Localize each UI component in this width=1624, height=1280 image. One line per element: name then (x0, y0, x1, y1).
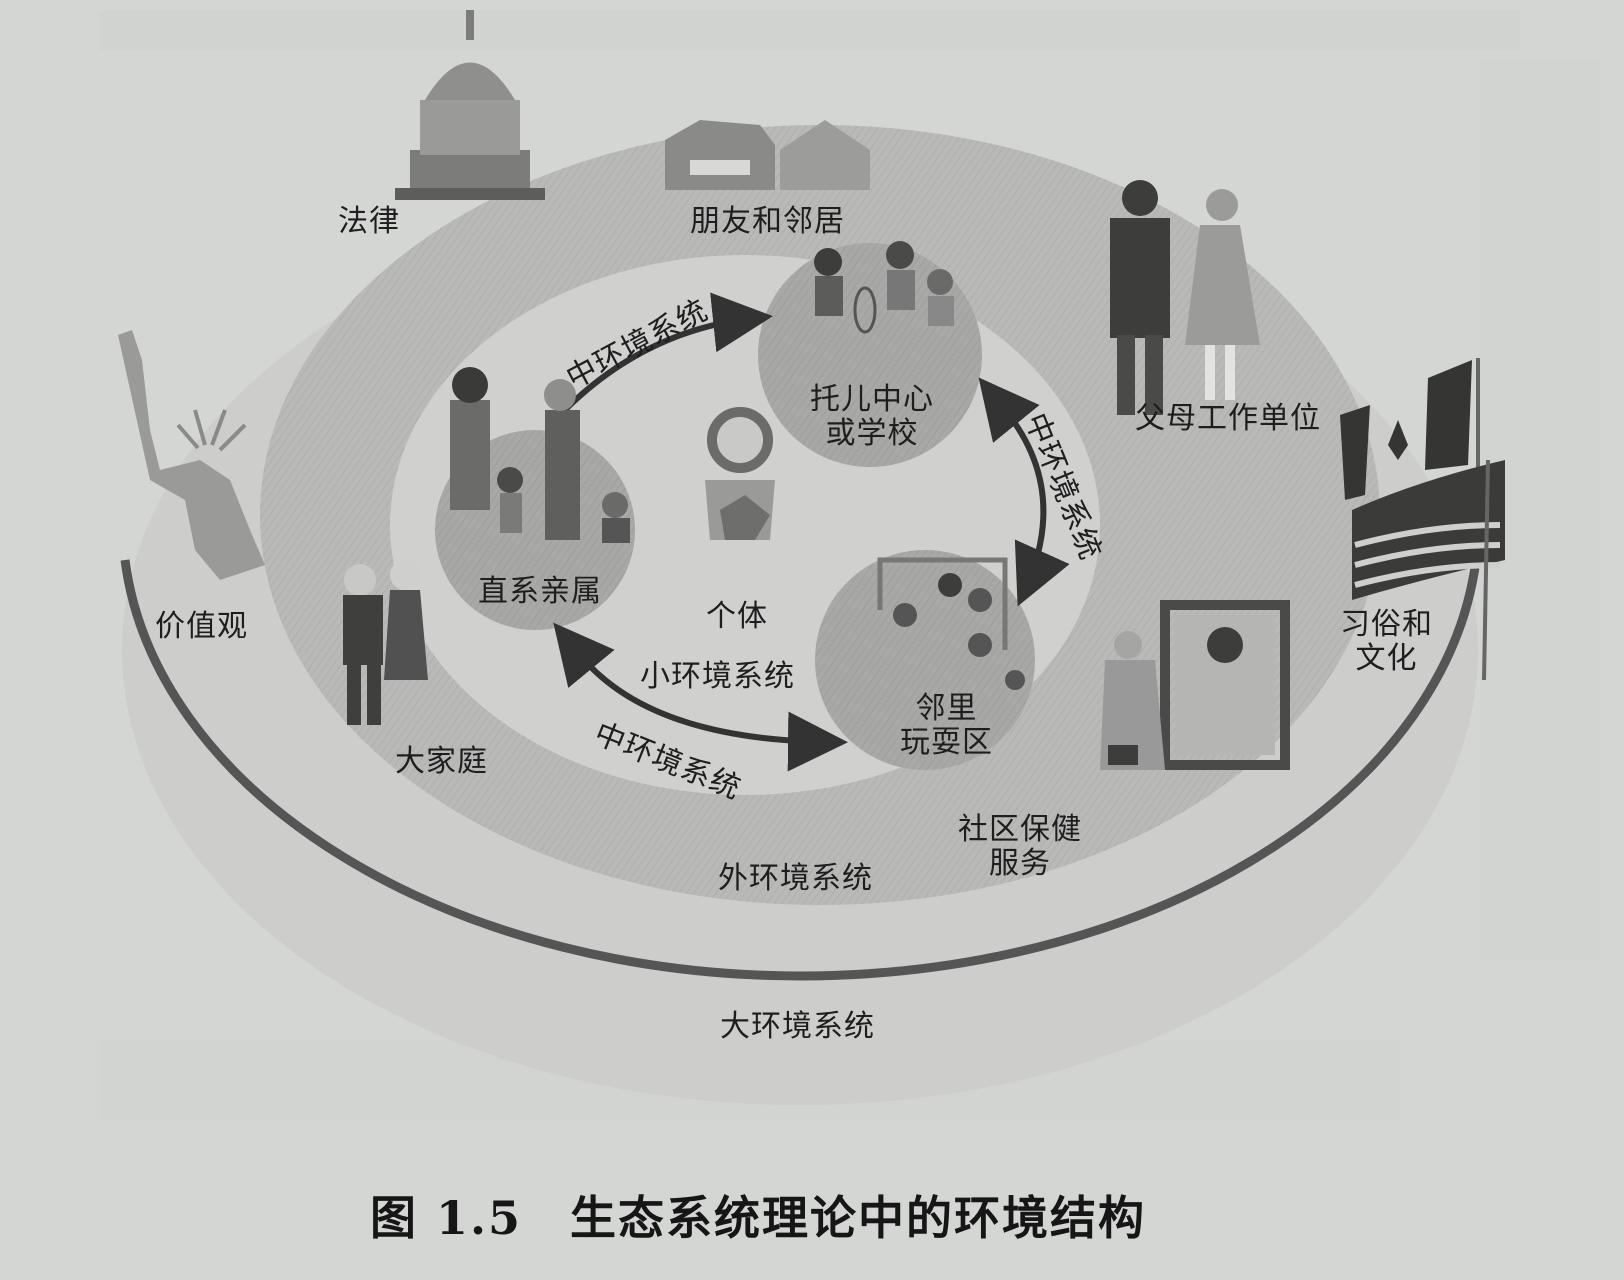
bleed-through-text (100, 10, 1600, 1120)
arrow-school-to-playground (978, 377, 1070, 607)
playground-icon (877, 557, 1025, 690)
setting-family-label: 直系亲属 (478, 574, 602, 609)
macro-item-customs-culture-label: 习俗和 文化 (1340, 607, 1433, 676)
exo-item-friends-neighbors-label: 朋友和邻居 (690, 204, 845, 239)
exo-item-parents-work-label: 父母工作单位 (1135, 401, 1321, 436)
grandparents-icon (343, 560, 428, 725)
family-icon (450, 367, 630, 543)
setting-school-label: 托儿中心 或学校 (810, 382, 934, 451)
macro-item-values-label: 价值观 (155, 609, 248, 644)
parents-icon (1110, 180, 1260, 415)
macro-item-law-label: 法律 (338, 204, 400, 239)
figure-number: 图 1.5 (370, 1191, 523, 1245)
houses-icon (665, 120, 870, 190)
children-icon (814, 241, 954, 334)
capitol-building-icon (395, 10, 545, 200)
setting-circles (435, 243, 1035, 770)
figure-caption: 图 1.5 生态系统理论中的环境结构 (370, 1182, 1146, 1248)
figure-title: 生态系统理论中的环境结构 (570, 1191, 1147, 1245)
flags-icon (1340, 358, 1505, 681)
exo-item-community-health-label: 社区保健 服务 (958, 812, 1082, 881)
statue-of-liberty-icon (118, 330, 265, 580)
macrosystem-label: 大环境系统 (720, 1009, 875, 1044)
center-individual-label: 个体 (706, 599, 768, 634)
clinic-icon (1100, 600, 1290, 770)
child-icon (705, 407, 775, 540)
us-flag (1352, 460, 1505, 600)
microsystem-label: 小环境系统 (640, 659, 795, 694)
setting-playground-label: 邻里 玩耍区 (900, 691, 993, 760)
arrow-family-to-school (552, 292, 773, 423)
exo-item-extended-family-label: 大家庭 (395, 744, 488, 779)
arrow-family-to-playground (553, 622, 848, 772)
mesosystem-arrows (552, 292, 1070, 772)
exosystem-label: 外环境系统 (718, 861, 873, 896)
